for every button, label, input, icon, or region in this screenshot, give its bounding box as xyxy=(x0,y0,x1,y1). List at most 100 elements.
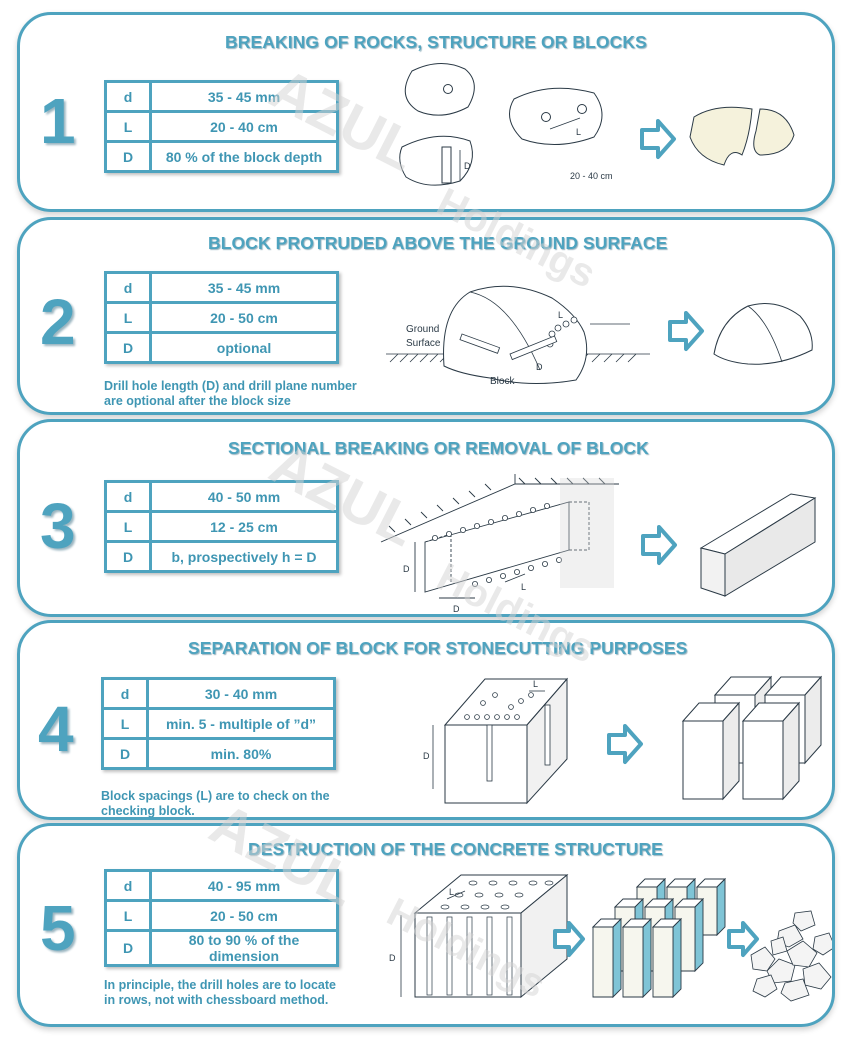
ground-label-1: Ground xyxy=(406,324,439,335)
param-key: d xyxy=(104,480,152,513)
depth-label: D xyxy=(536,362,543,372)
section-5-panel: DESTRUCTION OF THE CONCRETE STRUCTURE 5 … xyxy=(17,823,835,1027)
param-key: d xyxy=(104,80,152,113)
note-line: in rows, not with chessboard method. xyxy=(104,993,329,1007)
broken-piece-left xyxy=(689,106,753,166)
section-2-note: Drill hole length (D) and drill plane nu… xyxy=(104,379,357,409)
section-4-panel: SEPARATION OF BLOCK FOR STONECUTTING PUR… xyxy=(17,620,835,820)
section-1-title: BREAKING OF ROCKS, STRUCTURE OR BLOCKS xyxy=(225,32,647,52)
param-value: 20 - 50 cm xyxy=(149,301,339,334)
arrow-icon xyxy=(553,921,585,957)
param-value: 35 - 45 mm xyxy=(149,80,339,113)
param-value: 80 % of the block depth xyxy=(149,140,339,173)
param-key: D xyxy=(101,737,149,770)
param-key: L xyxy=(101,707,149,740)
drill-hole xyxy=(541,112,551,122)
param-key: d xyxy=(104,869,152,902)
watermark-shape xyxy=(560,478,614,588)
section-1-diagram: D L 20 - 40 cm xyxy=(399,63,795,186)
param-key: D xyxy=(104,540,152,573)
spacing-label: L xyxy=(576,127,581,137)
section-4-title: SEPARATION OF BLOCK FOR STONECUTTING PUR… xyxy=(188,638,688,658)
param-key: D xyxy=(104,929,152,967)
param-value: 80 to 90 % of the dimension xyxy=(149,929,339,967)
spacing-label: L xyxy=(558,310,563,320)
param-value: min. 80% xyxy=(146,737,336,770)
param-value: 30 - 40 mm xyxy=(146,677,336,710)
drill-hole xyxy=(577,104,587,114)
ground-label-2: Surface xyxy=(406,338,441,349)
section-5-diagram: D L xyxy=(389,873,832,1002)
section-2-diagram: Ground Surface Block L D xyxy=(386,285,813,387)
param-key: D xyxy=(104,331,152,364)
note-line: Block spacings (L) are to check on the xyxy=(101,789,330,803)
rock-hatch xyxy=(388,477,606,533)
arrow-icon xyxy=(668,311,704,351)
section-5-note: In principle, the drill holes are to loc… xyxy=(104,978,336,1008)
note-line: are optional after the block size xyxy=(104,394,291,408)
param-key: L xyxy=(104,510,152,543)
section-5-title: DESTRUCTION OF THE CONCRETE STRUCTURE xyxy=(248,839,663,859)
section-1-panel: BREAKING OF ROCKS, STRUCTURE OR BLOCKS 1… xyxy=(17,12,835,212)
param-key: L xyxy=(104,301,152,334)
rock-top-shape xyxy=(404,63,475,116)
section-5-number: 5 xyxy=(40,892,76,964)
param-value: optional xyxy=(149,331,339,364)
arrow-icon xyxy=(727,921,759,957)
broken-piece-right xyxy=(753,108,795,156)
spacing-label: L xyxy=(449,887,454,897)
section-4-note: Block spacings (L) are to check on the c… xyxy=(101,789,330,818)
note-line: Drill hole length (D) and drill plane nu… xyxy=(104,379,357,393)
param-value: 20 - 50 cm xyxy=(149,899,339,932)
param-value: 40 - 50 mm xyxy=(149,480,339,513)
removed-block-front xyxy=(700,547,726,597)
section-2-number: 2 xyxy=(40,286,76,358)
section-4-number: 4 xyxy=(38,693,74,765)
removed-block-side xyxy=(724,497,816,597)
param-value: 40 - 95 mm xyxy=(149,869,339,902)
param-value: b, prospectively h = D xyxy=(149,540,339,573)
note-line: checking block. xyxy=(101,804,195,818)
param-value: min. 5 - multiple of ”d” xyxy=(146,707,336,740)
depth-label-vertical: D xyxy=(403,564,410,574)
section-3-number: 3 xyxy=(40,490,76,562)
section-2-panel: BLOCK PROTRUDED ABOVE THE GROUND SURFACE… xyxy=(17,217,835,415)
param-value: 35 - 45 mm xyxy=(149,271,339,304)
section-3-panel: SECTIONAL BREAKING OR REMOVAL OF BLOCK 3… xyxy=(17,419,835,617)
param-value: 20 - 40 cm xyxy=(149,110,339,143)
spacing-label: L xyxy=(533,679,538,689)
depth-label-horizontal: D xyxy=(453,604,460,614)
arrow-icon xyxy=(607,724,643,764)
arrow-icon xyxy=(641,525,677,565)
drill-hole-section xyxy=(441,146,452,184)
param-key: L xyxy=(104,899,152,932)
depth-label: D xyxy=(389,953,396,963)
section-3-title: SECTIONAL BREAKING OR REMOVAL OF BLOCK xyxy=(228,438,649,458)
param-key: D xyxy=(104,140,152,173)
note-line: In principle, the drill holes are to loc… xyxy=(104,978,336,992)
section-3-diagram: D D L xyxy=(380,474,817,614)
param-key: d xyxy=(104,271,152,304)
block-label: Block xyxy=(490,376,515,387)
rubble-pile xyxy=(750,910,832,1002)
removed-block xyxy=(713,303,813,365)
protruding-block xyxy=(443,285,588,385)
param-value: 12 - 25 cm xyxy=(149,510,339,543)
rock-holes-shape xyxy=(509,87,603,146)
param-key: d xyxy=(101,677,149,710)
